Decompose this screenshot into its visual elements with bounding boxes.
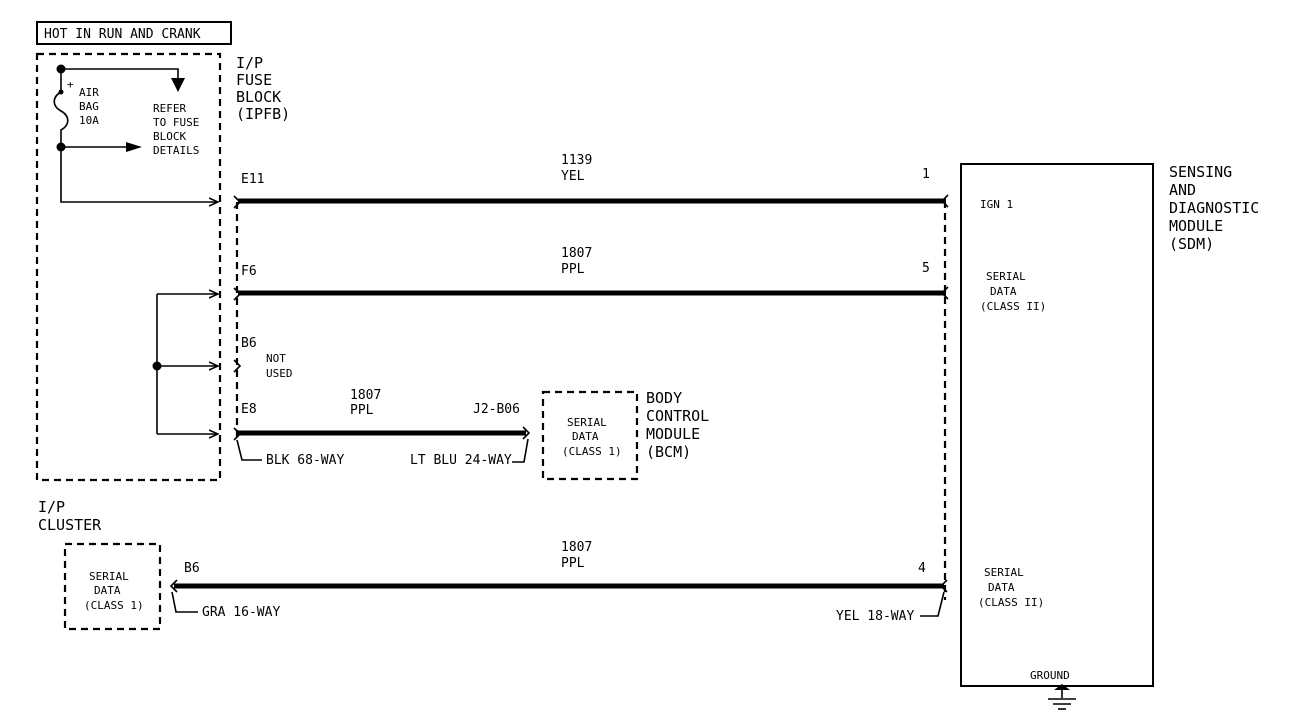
blk68-label: BLK 68-WAY xyxy=(266,453,344,468)
refer-arrow-icon xyxy=(171,78,185,92)
pin-1-icon xyxy=(940,194,949,208)
cluster-inner-1: SERIAL xyxy=(89,570,129,583)
cluster-title-1: I/P xyxy=(38,498,65,516)
sdm-ign-label: IGN 1 xyxy=(980,198,1013,211)
refer-line-4: DETAILS xyxy=(153,144,199,157)
fuse-block: I/P FUSE BLOCK (IPFB) + AIR BAG 10A REFE… xyxy=(35,52,290,482)
wire-1807-e8-circuit: 1807 xyxy=(350,388,381,403)
sdm-connector-label: YEL 18-WAY xyxy=(836,609,914,624)
refer-feed-line xyxy=(61,68,179,86)
cluster-inner-2: DATA xyxy=(94,584,121,597)
cluster-inner-3: (CLASS 1) xyxy=(84,599,144,612)
refer-line-1: REFER xyxy=(153,102,186,115)
sdm-pin5-label: 5 xyxy=(922,261,930,276)
wires: 1139 YEL 1807 PPL 1807 PPL 1807 PPL xyxy=(174,153,946,589)
bcm-connector-label: LT BLU 24-WAY xyxy=(410,453,512,468)
bcm-outline xyxy=(541,390,639,481)
feed-to-e11 xyxy=(60,147,218,202)
fuse-block-title-1: I/P xyxy=(236,54,263,72)
wire-1807-f6-color: PPL xyxy=(561,262,585,277)
fuse-mark: + xyxy=(67,78,74,91)
sdm-title-3: DIAGNOSTIC xyxy=(1169,199,1259,217)
pin-b6-icon xyxy=(233,359,242,373)
bcm-title-2: CONTROL xyxy=(646,407,709,425)
refer-line-3: BLOCK xyxy=(153,130,186,143)
pin-f6-label: F6 xyxy=(241,264,257,279)
header-label: HOT IN RUN AND CRANK xyxy=(44,27,201,42)
bcm-title-1: BODY xyxy=(646,389,682,407)
pin-b6-note-2: USED xyxy=(266,367,293,380)
sdm-title-5: (SDM) xyxy=(1169,235,1214,253)
refer-line-2: TO FUSE xyxy=(153,116,199,129)
bcm-title-3: MODULE xyxy=(646,425,700,443)
cluster-connector-label: GRA 16-WAY xyxy=(202,605,280,620)
wire-1807-e8-color: PPL xyxy=(350,403,374,418)
blk68-leader xyxy=(236,439,262,461)
bus-splice-dot xyxy=(152,361,162,371)
pin-e11-label: E11 xyxy=(241,172,264,187)
pin-b6-note-1: NOT xyxy=(266,352,286,365)
sdm-outline xyxy=(960,163,1154,687)
sdm-pin1-label: 1 xyxy=(922,167,930,182)
connector-pins-fuse-block: E11 F6 B6 NOT USED E8 BLK 68-WAY xyxy=(233,172,344,468)
fuse-icon xyxy=(53,91,69,147)
bcm-pin-label: J2-B06 xyxy=(473,402,520,417)
yel18-leader xyxy=(920,591,945,617)
sdm-title-4: MODULE xyxy=(1169,217,1223,235)
bcm-inner-1: SERIAL xyxy=(567,416,607,429)
fuse-label-3: 10A xyxy=(79,114,99,127)
sdm-pin4-label: 4 xyxy=(918,561,926,576)
wire-1807-f6-circuit: 1807 xyxy=(561,246,592,261)
wire-1139-circuit: 1139 xyxy=(561,153,592,168)
cluster-outline xyxy=(63,542,162,631)
pin-b6-label: B6 xyxy=(241,336,257,351)
bcm-title-4: (BCM) xyxy=(646,443,691,461)
bcm-inner-2: DATA xyxy=(572,430,599,443)
refer-details-arrow-icon xyxy=(126,142,142,152)
pin-j2-b06-icon xyxy=(522,426,531,440)
header-hot-in-run: HOT IN RUN AND CRANK xyxy=(36,21,232,45)
ip-cluster: I/P CLUSTER SERIAL DATA (CLASS 1) B6 GRA… xyxy=(38,498,280,631)
ground-icon xyxy=(1048,684,1076,710)
fuse-block-title-3: BLOCK xyxy=(236,88,281,106)
sdm-serial-top-1: SERIAL xyxy=(986,270,1026,283)
pin-cluster-b6-icon xyxy=(169,579,178,593)
sdm-serial-bottom-2: DATA xyxy=(988,581,1015,594)
cluster-title-2: CLUSTER xyxy=(38,516,102,534)
fuse-block-title-2: FUSE xyxy=(236,71,272,89)
fuse-block-outline xyxy=(35,52,222,482)
sdm-title-2: AND xyxy=(1169,181,1196,199)
sdm-serial-bottom-3: (CLASS II) xyxy=(978,596,1044,609)
pin-e8-label: E8 xyxy=(241,402,257,417)
sensing-diagnostic-module: 1 5 4 YEL 18-WAY IGN 1 SERIAL DATA (CLAS… xyxy=(836,163,1259,710)
gra16-leader xyxy=(171,591,198,613)
wire-1807-cluster-color: PPL xyxy=(561,556,585,571)
sdm-serial-top-2: DATA xyxy=(990,285,1017,298)
wire-1139-color: YEL xyxy=(561,169,585,184)
cluster-pin-label: B6 xyxy=(184,561,200,576)
pin-4-icon xyxy=(939,579,948,593)
sdm-ground-label: GROUND xyxy=(1030,669,1070,682)
body-control-module: J2-B06 LT BLU 24-WAY SERIAL DATA (CLASS … xyxy=(410,389,709,481)
fuse-label-1: AIR xyxy=(79,86,99,99)
wire-1807-cluster-circuit: 1807 xyxy=(561,540,592,555)
fuse-label-2: BAG xyxy=(79,100,99,113)
pin-5-icon xyxy=(940,286,949,300)
bcm-inner-3: (CLASS 1) xyxy=(562,445,622,458)
sdm-title-1: SENSING xyxy=(1169,163,1232,181)
fuse-block-title-4: (IPFB) xyxy=(236,105,290,123)
sdm-serial-bottom-1: SERIAL xyxy=(984,566,1024,579)
sdm-serial-top-3: (CLASS II) xyxy=(980,300,1046,313)
ltblu24-leader xyxy=(512,438,529,463)
